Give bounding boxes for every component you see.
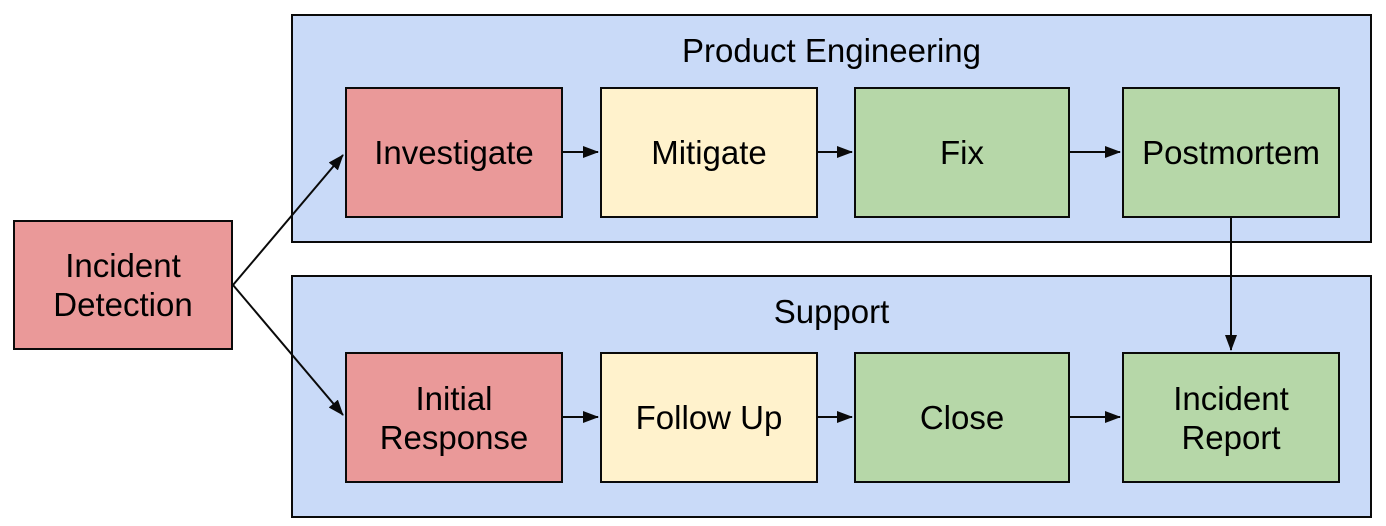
node-follow-up: Follow Up <box>600 352 818 483</box>
node-incident-report: Incident Report <box>1122 352 1340 483</box>
node-label-initial-response: Initial Response <box>379 379 529 456</box>
node-label-fix: Fix <box>940 134 984 171</box>
node-fix: Fix <box>854 87 1070 218</box>
node-label-incident-report: Incident Report <box>1173 379 1289 456</box>
node-mitigate: Mitigate <box>600 87 818 218</box>
node-label-follow-up: Follow Up <box>635 399 783 436</box>
node-close: Close <box>854 352 1070 483</box>
lane-title-product-engineering: Product Engineering <box>681 32 982 69</box>
node-initial-response: Initial Response <box>345 352 563 483</box>
node-incident-detection: Incident Detection <box>13 220 233 350</box>
node-label-close: Close <box>919 399 1005 436</box>
node-label-mitigate: Mitigate <box>651 134 767 171</box>
node-label-postmortem: Postmortem <box>1142 134 1320 171</box>
node-label-investigate: Investigate <box>374 134 534 171</box>
node-postmortem: Postmortem <box>1122 87 1340 218</box>
lane-title-support: Support <box>773 293 890 330</box>
node-investigate: Investigate <box>345 87 563 218</box>
node-label-incident-detection: Incident Detection <box>53 247 193 323</box>
